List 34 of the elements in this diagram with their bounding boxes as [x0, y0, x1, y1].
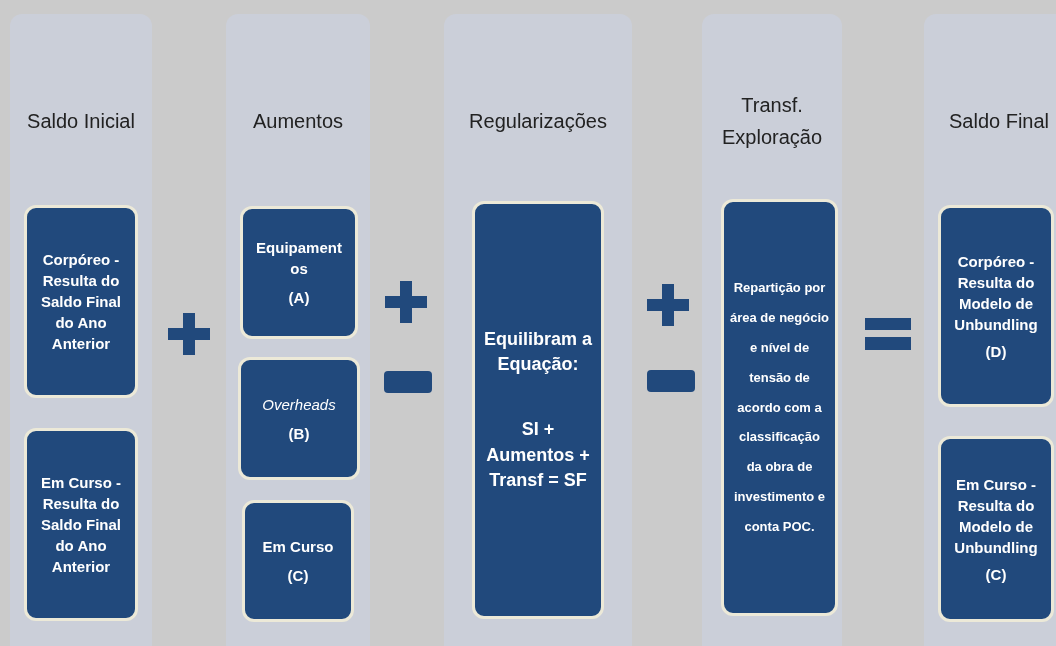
card-text: Em Curso - Resulta do Saldo Final do Ano Anterior [40, 473, 122, 577]
card-text: (B) [288, 423, 310, 444]
column-heading: Transf. Exploração [720, 93, 824, 150]
item-card [238, 357, 360, 480]
card-text: Corpóreo - Resulta do Saldo Final do Ano Anterior [40, 250, 122, 354]
card-text: (C) [985, 564, 1007, 585]
column-heading: Saldo Final [948, 109, 1050, 134]
card-text: SI + Aumentos + Transf = SF [485, 418, 591, 492]
item-card [472, 201, 604, 619]
column-panel [10, 14, 152, 646]
card-text: Equilibram a Equação: [483, 328, 593, 377]
item-card [938, 205, 1054, 407]
item-card [24, 205, 138, 398]
card-text: (A) [288, 288, 310, 308]
card-text: (D) [985, 341, 1007, 362]
item-card [24, 428, 138, 621]
card-text: Repartição por área de negócio e nível de tensão de acordo com a classificação da obra de investimento e conta POC. [730, 279, 829, 537]
item-card [938, 436, 1054, 622]
card-text: Corpóreo - Resulta do Modelo de Unbundling [953, 251, 1039, 335]
item-card [721, 199, 838, 616]
item-card [242, 500, 354, 622]
column-panel [702, 14, 842, 646]
card-text: (C) [287, 566, 309, 586]
column-heading: Aumentos [252, 109, 344, 134]
card-text: Overheads [262, 394, 336, 415]
column-heading: Regularizações [469, 109, 607, 134]
column-panel [924, 14, 1056, 646]
column-heading: Saldo Inicial [27, 109, 135, 134]
card-text: Equipament os [255, 238, 343, 279]
card-text: Em Curso [262, 537, 334, 557]
item-card [240, 206, 358, 339]
column-panel [444, 14, 632, 646]
column-panel [226, 14, 370, 646]
card-text: Em Curso - Resulta do Modelo de Unbundling [953, 474, 1039, 558]
